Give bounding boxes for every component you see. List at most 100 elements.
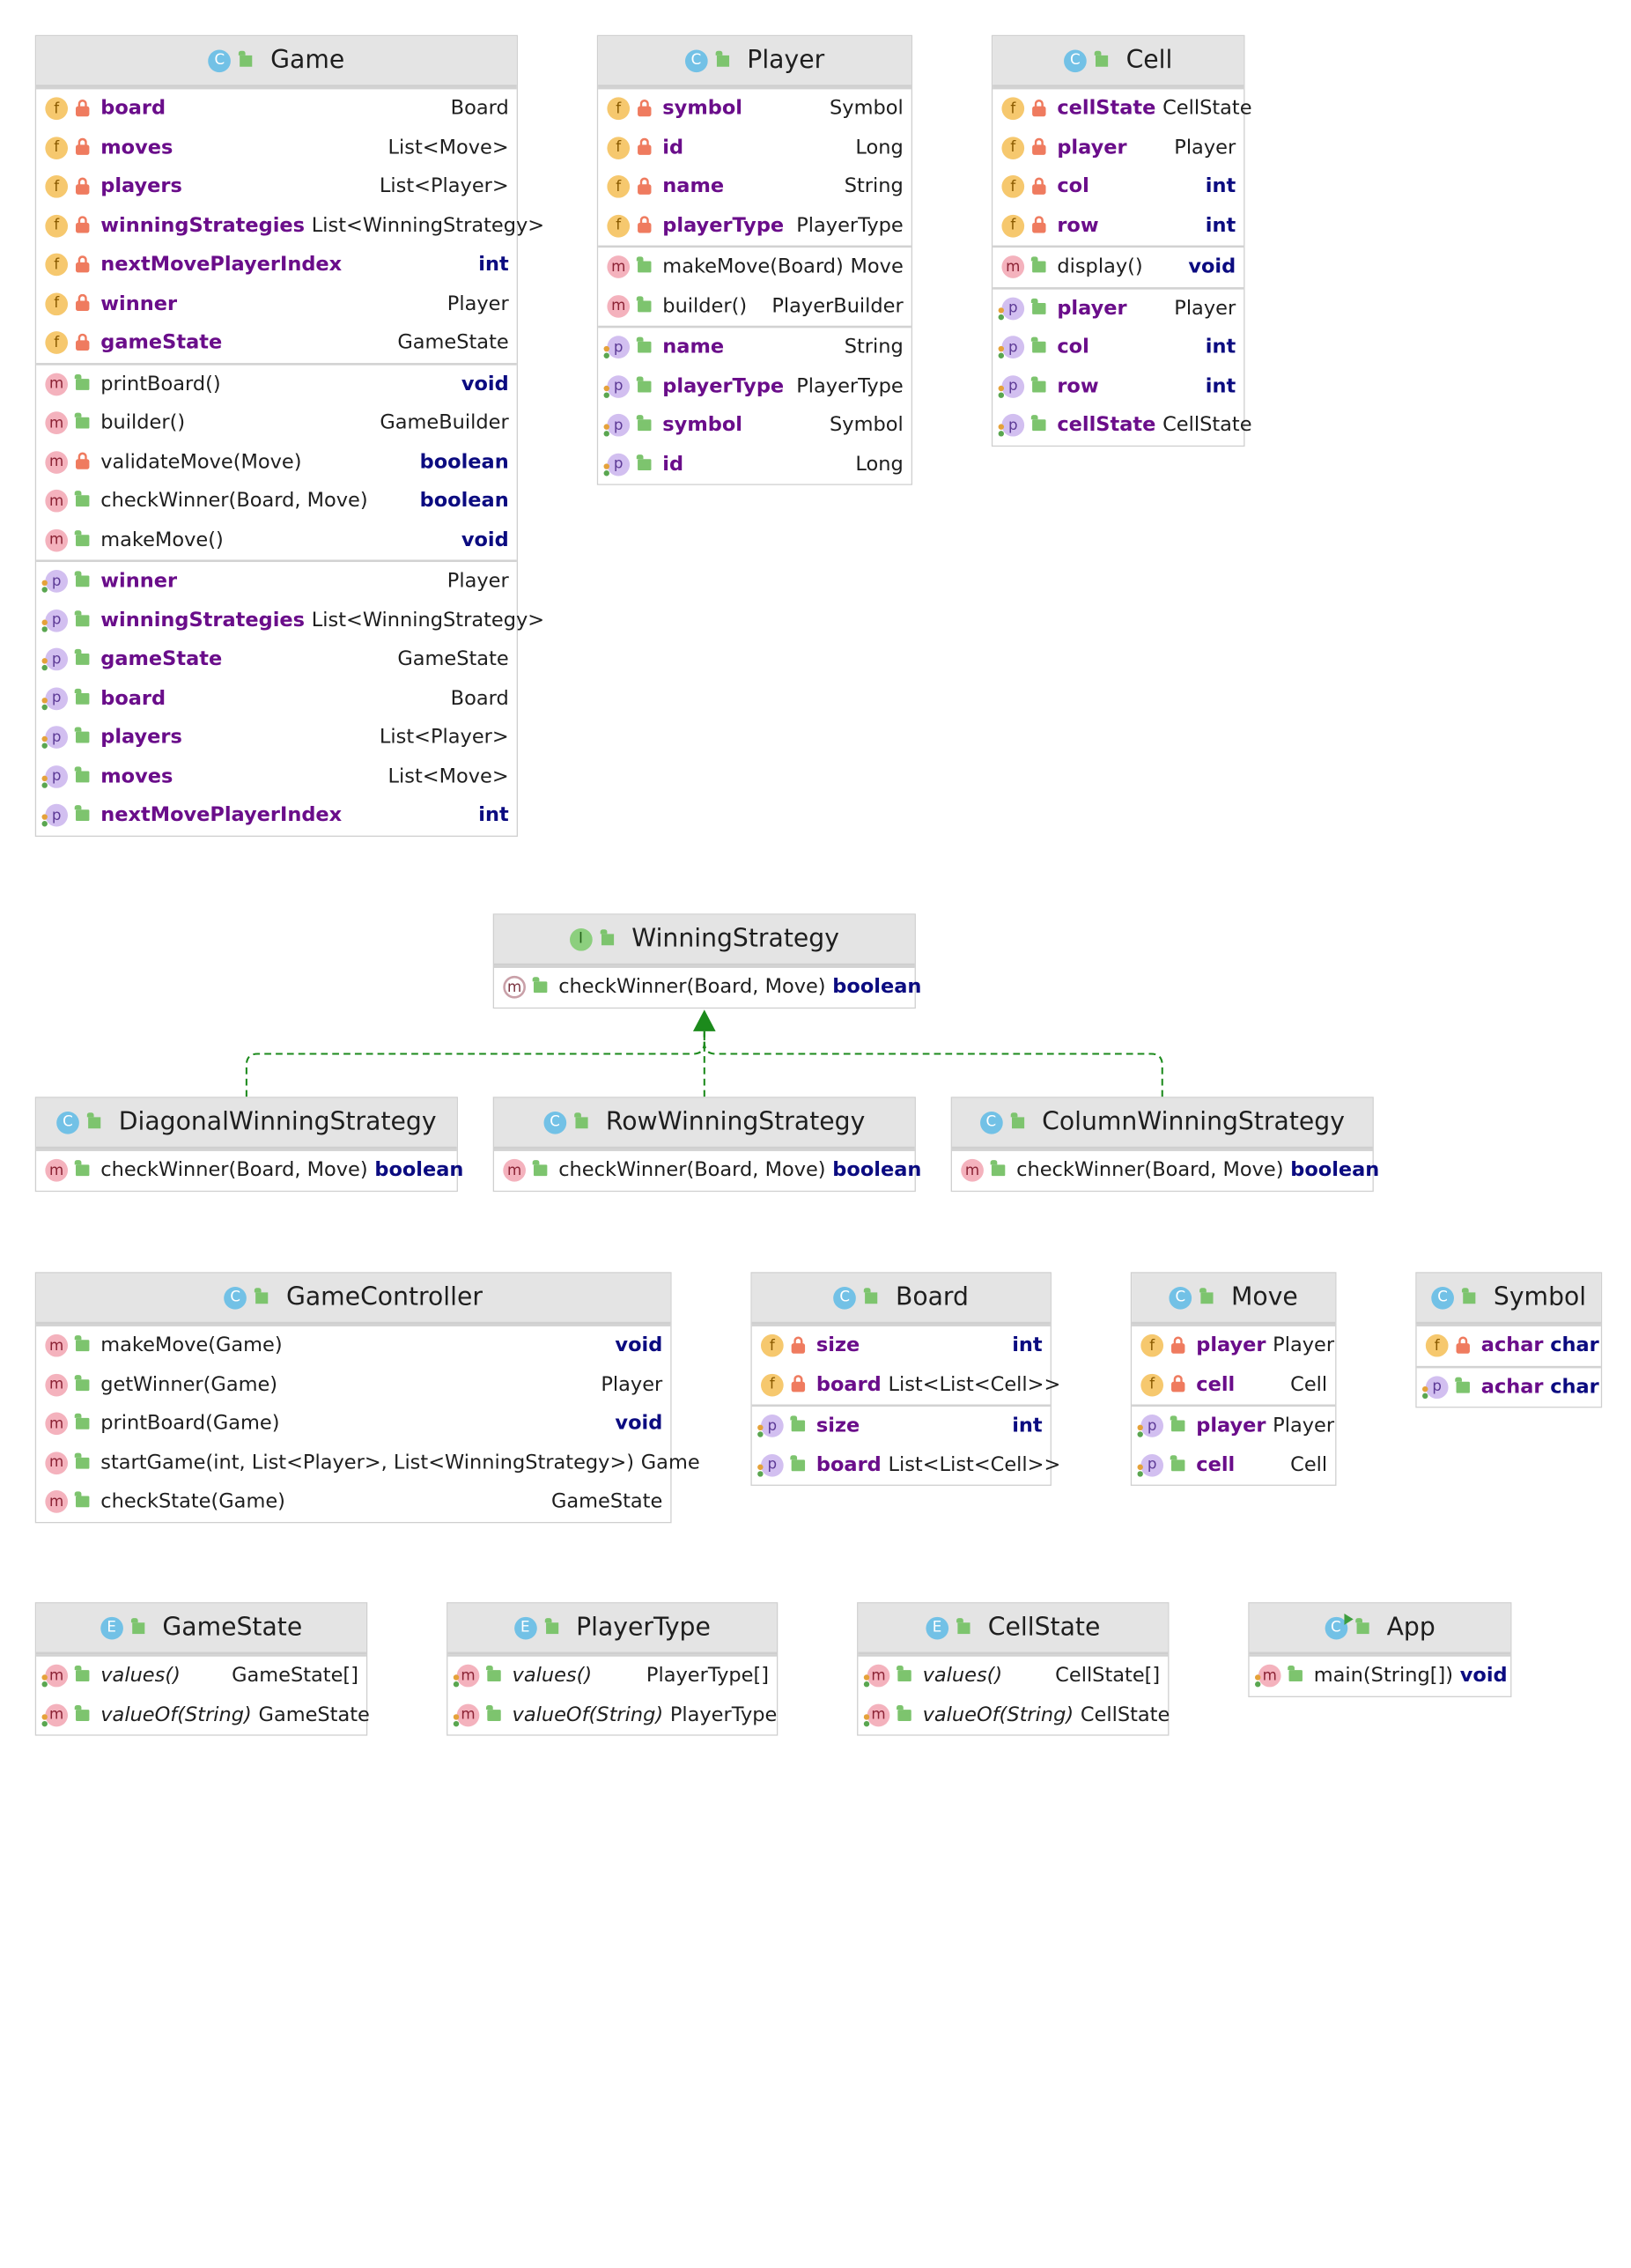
field-icon: f xyxy=(607,137,631,159)
member-signature: (String[]) xyxy=(1362,1665,1454,1688)
member-name: players xyxy=(100,175,373,198)
private-lock-icon xyxy=(76,177,90,195)
member-type: int xyxy=(478,253,509,277)
private-lock-icon xyxy=(638,99,652,116)
member-type: PlayerBuilder xyxy=(771,294,904,318)
member-name: symbol xyxy=(662,98,823,121)
member-identifier: board xyxy=(816,1373,882,1397)
public-icon xyxy=(636,296,652,313)
member-name: board xyxy=(100,687,444,710)
class-name: RowWinningStrategy xyxy=(605,1108,866,1137)
member-signature: (Board, Move) xyxy=(1144,1159,1284,1182)
public-icon xyxy=(74,805,90,822)
member-name: row xyxy=(1057,215,1199,238)
public-icon xyxy=(897,1704,911,1721)
member-type: List<Move> xyxy=(387,137,509,159)
public-icon xyxy=(74,766,90,783)
member-type: Move xyxy=(850,255,904,279)
member-name: makeMove(Game) xyxy=(100,1334,608,1357)
member-name: checkWinner(Board, Move) xyxy=(558,976,825,999)
